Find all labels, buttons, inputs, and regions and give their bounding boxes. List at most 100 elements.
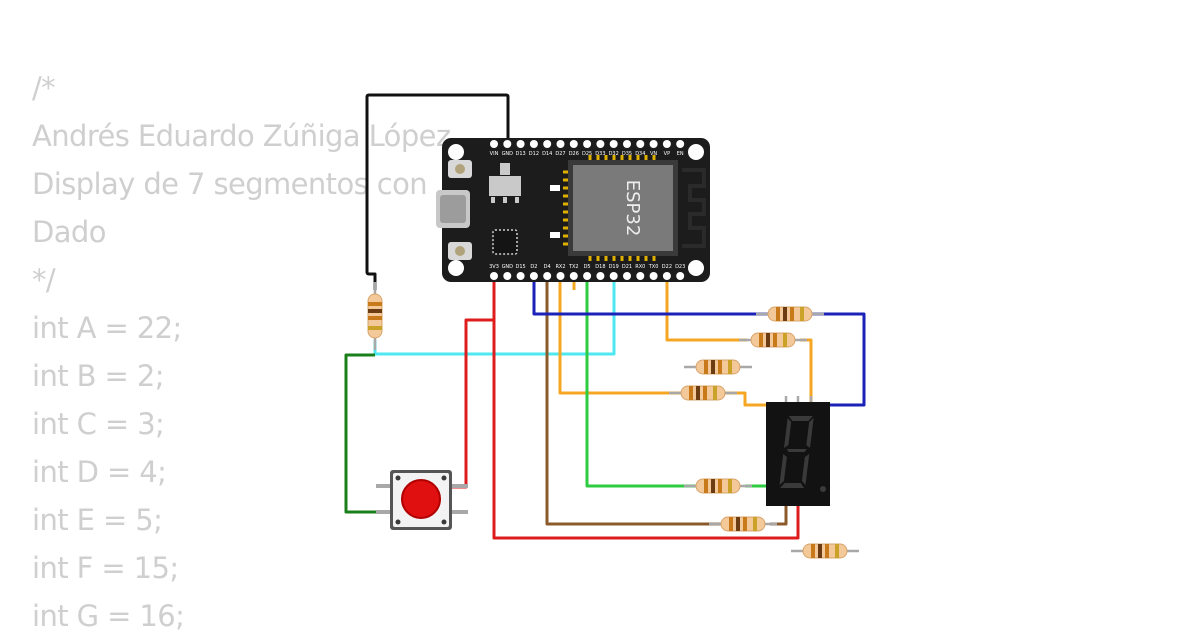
code-line: Andrés Eduardo Zúñiga López <box>32 119 451 153</box>
pin-label: D33 <box>595 151 605 157</box>
pin-label: D34 <box>635 151 645 157</box>
segment-g <box>786 449 807 452</box>
resistor-5 <box>682 477 754 495</box>
pin-d33 <box>596 140 605 148</box>
pin-label: D18 <box>595 264 605 270</box>
code-line: int C = 3; <box>32 407 165 441</box>
pin-gnd <box>503 272 512 280</box>
pin-tx2 <box>569 272 578 280</box>
pin-d26 <box>569 140 578 148</box>
seven-segment-display <box>766 396 830 506</box>
pin-label: TX0 <box>648 264 659 270</box>
segment-dp <box>820 486 826 492</box>
pin-d5 <box>583 272 592 280</box>
pin-tx0 <box>649 272 658 280</box>
pin-label: D2 <box>530 264 537 270</box>
pin-d14 <box>543 140 552 148</box>
pin-d27 <box>556 140 565 148</box>
code-line: int G = 16; <box>32 599 185 633</box>
segment-d <box>780 483 805 488</box>
pin-label: D22 <box>662 264 672 270</box>
pin-d18 <box>596 272 605 280</box>
pin-label: VP <box>664 151 670 157</box>
pin-label: D23 <box>675 264 685 270</box>
pin-label: GND <box>502 264 514 270</box>
pin-label: GND <box>502 151 514 157</box>
black-wire <box>365 93 510 290</box>
pin-3v3 <box>490 272 498 280</box>
pin-d2 <box>529 272 538 280</box>
pin-label: TX2 <box>568 264 579 270</box>
pin-d19 <box>609 272 618 280</box>
orange-wire-d22 <box>665 276 747 342</box>
pin-vin <box>490 140 498 148</box>
pin-label: D32 <box>609 151 619 157</box>
pin-d12 <box>529 140 538 148</box>
pin-en <box>676 140 685 148</box>
code-line: /* <box>32 71 56 105</box>
button-cap[interactable] <box>401 479 441 519</box>
code-line: Display de 7 segmentos con <box>32 167 428 201</box>
pin-label: D12 <box>529 151 539 157</box>
code-line: int B = 2; <box>32 359 164 393</box>
resistor-2 <box>737 331 809 349</box>
pin-label: VIN <box>490 151 499 157</box>
pin-d32 <box>609 140 618 148</box>
chip-label: ESP32 <box>622 180 643 237</box>
pin-label: VN <box>650 151 657 157</box>
pin-rx0 <box>636 272 645 280</box>
pin-d15 <box>516 272 525 280</box>
resistor-6 <box>707 515 779 533</box>
pin-d25 <box>583 140 592 148</box>
pin-label: D14 <box>542 151 552 157</box>
segment-b <box>806 418 814 448</box>
resistor-1 <box>754 305 826 323</box>
pin-label: D19 <box>609 264 619 270</box>
orange-wire-display-right <box>800 338 813 405</box>
code-line: int F = 15; <box>32 551 179 585</box>
pin-gnd <box>503 140 512 148</box>
pin-vp <box>662 140 671 148</box>
pin-label: D26 <box>569 151 579 157</box>
pin-label: D13 <box>515 151 525 157</box>
pin-d34 <box>636 140 645 148</box>
code-line: Dado <box>32 215 106 249</box>
resistor-4 <box>667 384 739 402</box>
pin-d23 <box>676 272 685 280</box>
code-line: */ <box>32 263 56 297</box>
red-wire-display <box>492 276 800 540</box>
resistor-7 <box>789 542 861 560</box>
pin-vn <box>649 140 658 148</box>
push-button[interactable] <box>376 470 468 530</box>
resistor-3 <box>682 358 754 376</box>
green-wire <box>585 276 716 488</box>
pin-label: D25 <box>582 151 592 157</box>
brown-wire <box>545 276 722 526</box>
segment-a <box>788 416 813 421</box>
orange-wire-tx2 <box>558 276 689 395</box>
pin-label: EN <box>677 151 684 157</box>
pull-resistor <box>366 280 384 352</box>
pin-d21 <box>623 272 631 280</box>
segment-f <box>783 418 792 448</box>
red-wire-button <box>452 276 496 489</box>
segment-e <box>779 454 787 485</box>
pin-label: RX2 <box>555 264 565 270</box>
dark-green-wire <box>344 353 392 514</box>
blue-wire <box>532 276 770 316</box>
code-line: int A = 22; <box>32 311 182 345</box>
pin-rx2 <box>556 272 565 280</box>
pin-d35 <box>623 140 631 148</box>
pin-label: D35 <box>622 151 632 157</box>
pin-label: D21 <box>622 264 632 270</box>
pin-d22 <box>662 272 671 280</box>
code-line: int E = 5; <box>32 503 163 537</box>
pin-label: D5 <box>584 264 591 270</box>
pin-d13 <box>516 140 525 148</box>
pin-label: RX0 <box>635 264 645 270</box>
